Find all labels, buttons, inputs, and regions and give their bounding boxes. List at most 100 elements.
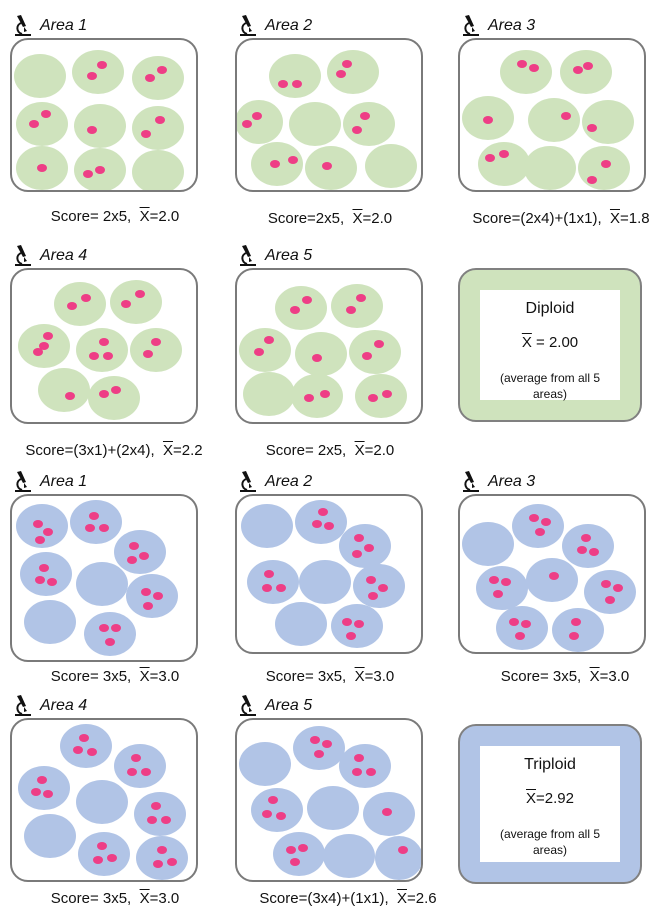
signal-dot <box>601 160 611 168</box>
cell <box>327 50 379 94</box>
area-score: Score=(3x1)+(2x4), X=2.2 <box>4 442 224 459</box>
cell <box>76 328 128 372</box>
cell <box>496 606 548 650</box>
cell <box>241 504 293 548</box>
signal-dot <box>561 112 571 120</box>
signal-dot <box>336 70 346 78</box>
cell-field <box>235 38 423 192</box>
signal-dot <box>352 768 362 776</box>
signal-dot <box>81 294 91 302</box>
area-label: Area 2 <box>265 473 312 491</box>
microscope-icon <box>12 14 34 38</box>
cell <box>132 56 184 100</box>
signal-dot <box>87 126 97 134</box>
signal-dot <box>493 590 503 598</box>
area-label: Area 1 <box>40 473 87 491</box>
cell <box>78 832 130 876</box>
microscope-icon <box>460 470 482 494</box>
cell <box>500 50 552 94</box>
signal-dot <box>346 306 356 314</box>
area-label: Area 3 <box>488 17 535 35</box>
microscope-icon <box>12 470 34 494</box>
signal-dot <box>517 60 527 68</box>
area-label: Area 4 <box>40 697 87 715</box>
signal-dot <box>286 846 296 854</box>
cells-svg <box>12 496 196 660</box>
signal-dot <box>587 176 597 184</box>
signal-dot <box>573 66 583 74</box>
signal-dot <box>31 788 41 796</box>
cell <box>243 372 295 416</box>
area-score: Score= 2x5, X=2.0 <box>20 208 210 225</box>
area-score: Score= 3x5, X=3.0 <box>470 668 660 685</box>
microscope-icon <box>12 694 34 718</box>
signal-dot <box>127 768 137 776</box>
signal-dot <box>583 62 593 70</box>
signal-dot <box>346 632 356 640</box>
signal-dot <box>99 338 109 346</box>
cell <box>72 50 124 94</box>
triploid-summary-box: Triploid X=2.92 (average from all 5 area… <box>458 724 642 884</box>
signal-dot <box>121 300 131 308</box>
signal-dot <box>97 61 107 69</box>
area-label: Area 4 <box>40 247 87 265</box>
signal-dot <box>276 812 286 820</box>
cell <box>307 786 359 830</box>
cell <box>247 560 299 604</box>
signal-dot <box>35 536 45 544</box>
signal-dot <box>483 116 493 124</box>
signal-dot <box>366 768 376 776</box>
signal-dot <box>571 618 581 626</box>
cell <box>275 602 327 646</box>
area-label: Area 5 <box>265 247 312 265</box>
signal-dot <box>39 342 49 350</box>
cell-field <box>10 38 198 192</box>
microscope-icon <box>237 14 259 38</box>
area-header: Area 3 <box>458 470 658 494</box>
cell <box>132 106 184 150</box>
cell <box>70 500 122 544</box>
area-score: Score= 3x5, X=3.0 <box>20 890 210 907</box>
signal-dot <box>276 584 286 592</box>
signal-dot <box>95 166 105 174</box>
signal-dot <box>33 520 43 528</box>
area-header: Area 2 <box>235 470 435 494</box>
signal-dot <box>143 350 153 358</box>
signal-dot <box>155 116 165 124</box>
signal-dot <box>342 618 352 626</box>
signal-dot <box>368 592 378 600</box>
signal-dot <box>398 846 408 854</box>
signal-dot <box>322 162 332 170</box>
signal-dot <box>264 336 274 344</box>
signal-dot <box>139 552 149 560</box>
cell <box>38 368 90 412</box>
cell <box>239 328 291 372</box>
area-score: Score=2x5, X=2.0 <box>235 210 425 227</box>
signal-dot <box>569 632 579 640</box>
cell <box>295 332 347 376</box>
cell <box>269 54 321 98</box>
signal-dot <box>605 596 615 604</box>
signal-dot <box>364 544 374 552</box>
signal-dot <box>29 120 39 128</box>
cell <box>355 374 407 418</box>
cell <box>323 834 375 878</box>
signal-dot <box>35 576 45 584</box>
signal-dot <box>290 858 300 866</box>
cell <box>299 560 351 604</box>
area-label: Area 5 <box>265 697 312 715</box>
cell-field <box>235 718 423 882</box>
cells-svg <box>460 40 644 190</box>
signal-dot <box>99 390 109 398</box>
signal-dot <box>264 570 274 578</box>
signal-dot <box>73 746 83 754</box>
signal-dot <box>89 352 99 360</box>
signal-dot <box>268 796 278 804</box>
cell <box>136 836 188 880</box>
signal-dot <box>167 858 177 866</box>
signal-dot <box>366 576 376 584</box>
signal-dot <box>254 348 264 356</box>
signal-dot <box>324 522 334 530</box>
signal-dot <box>103 352 113 360</box>
signal-dot <box>93 856 103 864</box>
